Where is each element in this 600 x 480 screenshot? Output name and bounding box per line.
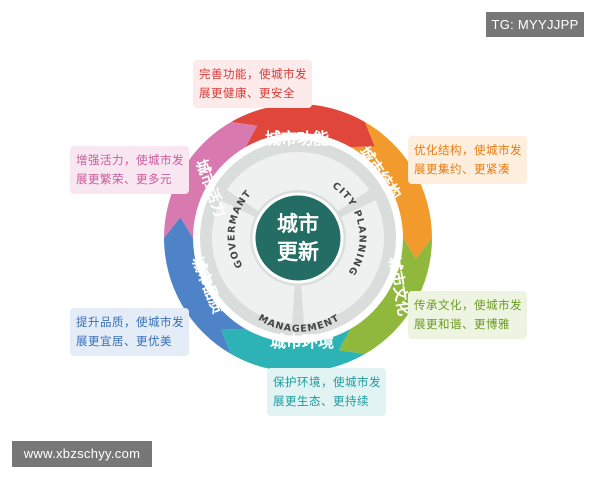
ring-segment-structure <box>350 122 432 259</box>
callout-environment: 保护环境，使城市发 展更生态、更持续 <box>267 368 386 416</box>
center-title-line1: 城市 <box>277 212 319 236</box>
callout-quality: 提升品质，使城市发 展更宜居、更优美 <box>70 308 189 356</box>
callout-vitality: 增强活力，使城市发 展更繁荣、更多元 <box>70 146 189 194</box>
segment-label-environment: 城市环境 <box>270 332 334 351</box>
segment-label-function: 城市功能 <box>265 129 329 148</box>
ring-segments <box>164 104 432 372</box>
inner-sector-right <box>226 151 370 212</box>
inner-sector-left <box>211 200 295 324</box>
watermark-top-right: TG: MYYJJPP <box>486 12 584 37</box>
callout-culture: 传承文化，使城市发 展更和谐、更博雅 <box>408 291 527 339</box>
callout-function: 完善功能，使城市发 展更健康、更安全 <box>193 60 312 108</box>
ring-segment-function <box>231 104 375 148</box>
ring-segment-quality <box>164 217 246 354</box>
watermark-bottom-left: www.xbzschyy.com <box>12 441 152 467</box>
ring-segment-vitality <box>164 122 258 238</box>
ring-segment-environment <box>221 328 365 372</box>
callout-structure: 优化结构，使城市发 展更集约、更紧凑 <box>408 136 527 184</box>
ring-segment-culture <box>338 238 432 354</box>
inner-sector-bottom <box>301 200 385 324</box>
center-title-line2: 更新 <box>277 240 319 264</box>
inner-sectors <box>211 151 385 324</box>
center-disc <box>252 192 344 284</box>
